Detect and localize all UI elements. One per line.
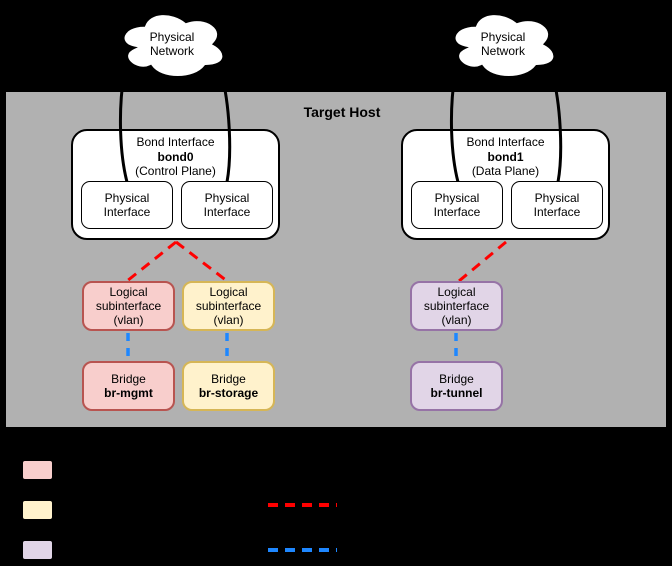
bond1-title: Bond Interface [466, 135, 545, 149]
bond1-plane: (Data Plane) [471, 164, 540, 178]
bridge-label: Bridge [111, 372, 146, 386]
target-host-title: Target Host [303, 104, 381, 120]
cloud-link-line [550, 71, 563, 183]
cloud-link-line [118, 73, 129, 183]
bridge-name: br-mgmt [104, 386, 153, 400]
vlan-link-red-dash [458, 240, 507, 283]
vlan-subinterface-mgmt: Logical subinterface (vlan) [82, 281, 175, 331]
legend-swatch-storage [21, 499, 54, 521]
physical-interface-box: Physical Interface [81, 181, 173, 229]
bridge-br-tunnel: Bridge br-tunnel [410, 361, 503, 411]
physical-interface-box: Physical Interface [411, 181, 503, 229]
physical-network-cloud-label: Physical Network [480, 29, 526, 59]
legend-swatch-tunnel [21, 539, 54, 561]
bridge-label: Bridge [211, 372, 246, 386]
bond0-title: Bond Interface [136, 135, 215, 149]
vlan-subinterface-storage: Logical subinterface (vlan) [182, 281, 275, 331]
cloud-link-line [219, 71, 232, 183]
physical-interface-box: Physical Interface [181, 181, 273, 229]
bond0-plane: (Control Plane) [135, 164, 216, 178]
vlan-subinterface-tunnel: Logical subinterface (vlan) [410, 281, 503, 331]
physical-interface-box: Physical Interface [511, 181, 603, 229]
physical-network-cloud-label: Physical Network [149, 29, 195, 59]
bond1-name: bond1 [487, 149, 524, 164]
vlan-link-red-dash [175, 240, 228, 283]
cloud-link-line [449, 73, 460, 183]
bridge-br-storage: Bridge br-storage [182, 361, 275, 411]
bond0-name: bond0 [157, 149, 194, 164]
bridge-label: Bridge [439, 372, 474, 386]
bridge-name: br-tunnel [430, 386, 483, 400]
bridge-br-mgmt: Bridge br-mgmt [82, 361, 175, 411]
legend-swatch-mgmt [21, 459, 54, 481]
bridge-name: br-storage [198, 386, 259, 400]
vlan-link-red-dash [126, 240, 177, 283]
